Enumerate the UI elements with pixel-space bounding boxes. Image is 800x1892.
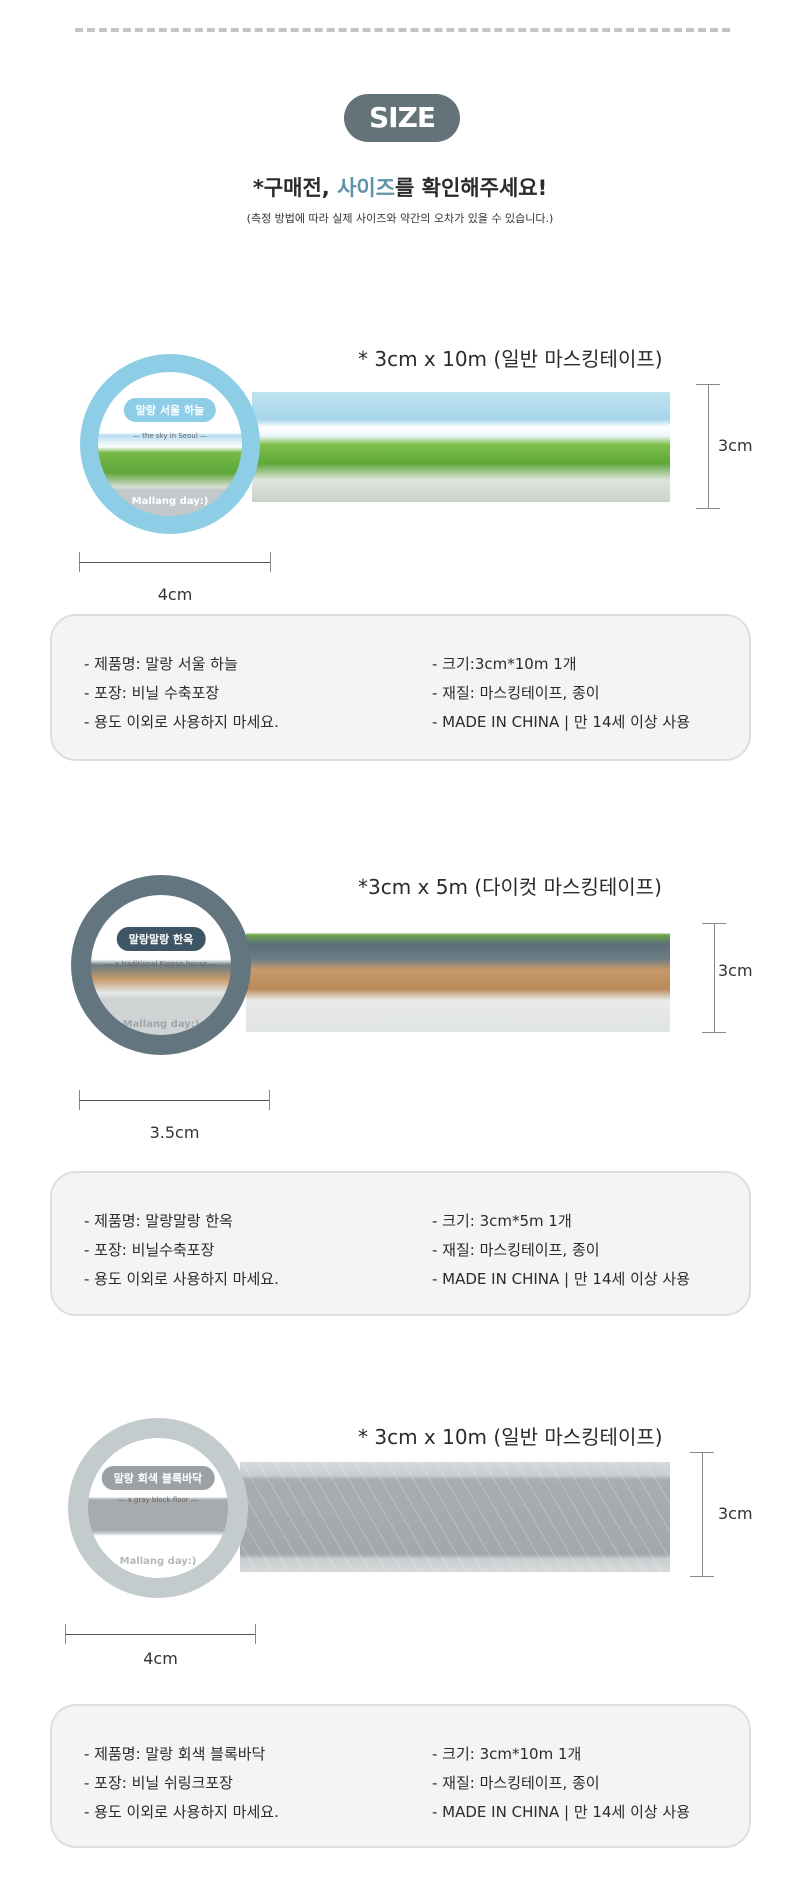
roll-brand: Mallang day:): [131, 496, 209, 507]
roll-subtitle: — a traditional Korean house —: [105, 960, 217, 968]
product-info-box: - 제품명: 말랑 회색 블록바닥 - 포장: 비닐 쉬링크포장 - 용도 이외…: [50, 1704, 751, 1848]
height-measure-line: [708, 384, 709, 508]
width-measure-cap: [270, 552, 271, 572]
tape-strip-seoul-sky: [252, 392, 670, 502]
info-size: - 크기:3cm*10m 1개: [432, 655, 577, 673]
roll-subtitle: — a gray block floor —: [118, 1496, 198, 1504]
info-origin-age: - MADE IN CHINA | 만 14세 이상 사용: [432, 1270, 691, 1288]
tape-strip-hanok: [246, 919, 670, 1032]
width-measure-cap: [255, 1624, 256, 1644]
info-product-name: - 제품명: 말랑 회색 블록바닥: [84, 1745, 266, 1763]
product-info-box: - 제품명: 말랑말랑 한옥 - 포장: 비닐수축포장 - 용도 이외로 사용하…: [50, 1171, 751, 1316]
width-measure-cap: [269, 1090, 270, 1110]
product-size-title: *3cm x 5m (다이컷 마스킹테이프): [358, 875, 662, 899]
size-headline: *구매전, 사이즈를 확인해주세요!: [0, 172, 800, 202]
info-material: - 재질: 마스킹테이프, 종이: [432, 1241, 600, 1259]
roll-label: 말랑말랑 한옥: [116, 927, 206, 951]
info-product-name: - 제품명: 말랑말랑 한옥: [84, 1212, 233, 1230]
height-measure-cap: [702, 1032, 726, 1033]
headline-prefix: *구매전,: [252, 176, 338, 200]
info-size: - 크기: 3cm*5m 1개: [432, 1212, 572, 1230]
dashed-divider: [75, 28, 730, 32]
width-label: 4cm: [157, 585, 193, 604]
info-usage-warning: - 용도 이외로 사용하지 마세요.: [84, 1803, 279, 1821]
width-measure-line: [79, 562, 271, 563]
width-measure-line: [65, 1634, 256, 1635]
size-badge: SIZE: [344, 94, 460, 142]
info-material: - 재질: 마스킹테이프, 종이: [432, 1774, 600, 1792]
height-measure-cap: [690, 1576, 714, 1577]
measurement-note: (측정 방법에 따라 실제 사이즈와 약간의 오차가 있을 수 있습니다.): [246, 212, 554, 225]
tape-strip-gray-block-floor: [240, 1462, 670, 1572]
product-size-title: * 3cm x 10m (일반 마스킹테이프): [358, 347, 663, 371]
roll-brand: Mallang day:): [119, 1556, 197, 1567]
info-packaging: - 포장: 비닐수축포장: [84, 1241, 215, 1259]
roll-label: 말랑 서울 하늘: [123, 398, 217, 422]
info-material: - 재질: 마스킹테이프, 종이: [432, 684, 600, 702]
height-measure-line: [714, 923, 715, 1032]
headline-highlight: 사이즈: [337, 176, 396, 200]
info-packaging: - 포장: 비닐 쉬링크포장: [84, 1774, 233, 1792]
info-size: - 크기: 3cm*10m 1개: [432, 1745, 582, 1763]
info-origin-age: - MADE IN CHINA | 만 14세 이상 사용: [432, 713, 691, 731]
roll-brand: Mallang day:): [122, 1019, 200, 1030]
tape-roll-seoul-sky: 말랑 서울 하늘 — the sky in Seoul — Mallang da…: [80, 354, 260, 534]
width-label: 4cm: [143, 1649, 178, 1668]
roll-subtitle: — the sky in Seoul —: [132, 432, 207, 440]
height-measure-line: [702, 1452, 703, 1576]
width-measure-line: [79, 1100, 270, 1101]
info-usage-warning: - 용도 이외로 사용하지 마세요.: [84, 1270, 279, 1288]
info-packaging: - 포장: 비닐 수축포장: [84, 684, 220, 702]
headline-suffix: 를 확인해주세요!: [395, 176, 548, 200]
height-label: 3cm: [718, 436, 753, 455]
width-label: 3.5cm: [149, 1123, 200, 1142]
info-product-name: - 제품명: 말랑 서울 하늘: [84, 655, 238, 673]
product-size-title: * 3cm x 10m (일반 마스킹테이프): [358, 1425, 663, 1449]
tape-roll-hanok: 말랑말랑 한옥 — a traditional Korean house — M…: [71, 875, 251, 1055]
height-label: 3cm: [718, 1504, 753, 1523]
info-usage-warning: - 용도 이외로 사용하지 마세요.: [84, 713, 279, 731]
product-info-box: - 제품명: 말랑 서울 하늘 - 포장: 비닐 수축포장 - 용도 이외로 사…: [50, 614, 751, 761]
info-origin-age: - MADE IN CHINA | 만 14세 이상 사용: [432, 1803, 691, 1821]
height-measure-cap: [696, 508, 720, 509]
roll-label: 말랑 회색 블록바닥: [101, 1466, 215, 1490]
height-label: 3cm: [718, 961, 753, 980]
tape-roll-gray-block-floor: 말랑 회색 블록바닥 — a gray block floor — Mallan…: [68, 1418, 248, 1598]
